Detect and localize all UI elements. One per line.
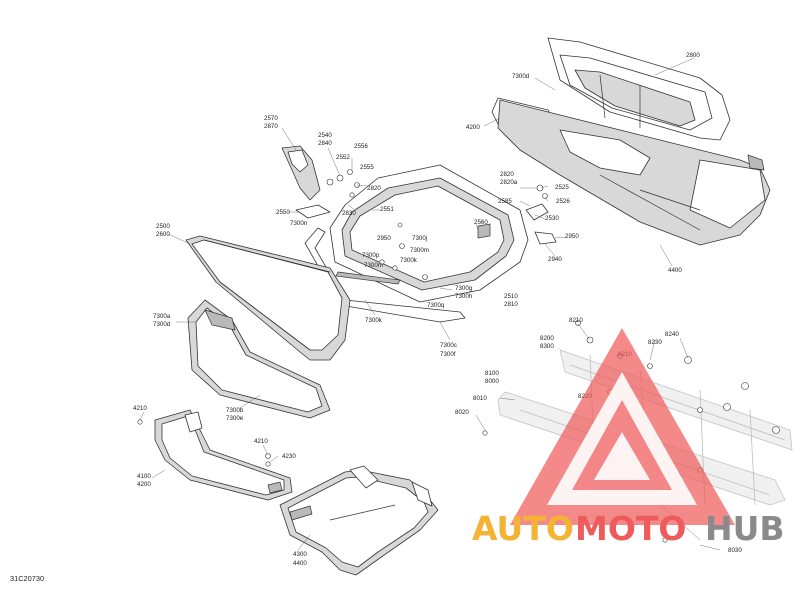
label-2530: 2530 [545,215,559,222]
label-2551: 2551 [380,206,394,213]
label-7300h: 7300h [455,293,473,300]
door-panels-middle [185,235,351,419]
label-2525: 2525 [555,184,569,191]
label-2526: 2526 [556,198,570,205]
label-7300m2: 7300m [364,262,383,269]
label-7300d-mid: 7300d [153,321,171,328]
label-2840: 2840 [318,140,332,147]
label-7300g: 7300g [455,285,473,292]
label-7300n: 7300n [290,220,308,227]
label-4200: 4200 [137,481,151,488]
label-4200-top: 4200 [466,124,480,131]
callout-labels: 2800 7300d 4200 2570 2870 2540 2840 2556… [10,52,742,583]
label-8200: 8200 [540,335,554,342]
label-7300b: 7300b [226,407,244,414]
diagram-id: 31C20730 [10,574,44,583]
label-7300m: 7300m [410,247,429,254]
label-2950: 2950 [565,233,579,240]
label-4400: 4400 [293,560,307,567]
label-2950b: 2950 [377,235,391,242]
label-8230: 8230 [648,339,662,346]
washer-icon [723,403,731,411]
washer-icon [684,356,692,364]
label-2570: 2570 [264,115,278,122]
washer-icon [741,382,749,390]
label-4300: 4300 [293,551,307,558]
label-7300e: 7300e [226,415,244,422]
label-2540: 2540 [318,132,332,139]
label-7300p: 7300p [362,252,380,259]
label-8000: 8000 [485,378,499,385]
watermark-text-hub: HUB [705,509,785,548]
label-4210-left: 4210 [133,405,147,412]
label-2552: 2552 [336,154,350,161]
label-7300j: 7300j [412,235,427,242]
watermark-text-auto: AUTO [472,509,574,548]
label-2500: 2500 [156,223,170,230]
label-7300d-top: 7300d [512,73,530,80]
label-7300f: 7300f [440,351,456,358]
label-2810: 2810 [504,301,518,308]
nut-icon [697,407,703,413]
label-2830: 2830 [342,210,356,217]
footwell-panel-lower-center [279,465,439,576]
label-8010: 8010 [473,395,487,402]
label-2585: 2585 [498,198,512,205]
label-4100: 4100 [137,473,151,480]
label-7300c: 7300c [440,342,457,349]
watermark-text-moto: MOTO [575,509,686,548]
label-4230: 4230 [282,453,296,460]
label-2820a: 2820a [500,179,518,186]
label-8300: 8300 [540,343,554,350]
bolt-icon [482,430,488,436]
label-2550: 2550 [276,209,290,216]
label-4400-top: 4400 [668,267,682,274]
label-2510: 2510 [504,293,518,300]
leader-lines [139,57,721,551]
label-7300k: 7300k [365,317,383,324]
door-assembly-upper-right [491,37,771,246]
label-8210: 8210 [569,317,583,324]
label-8020: 8020 [455,409,469,416]
automotohub-watermark-logo: AUTO MOTO HUB [472,328,785,548]
label-2800: 2800 [686,52,700,59]
label-2820-mid: 2820 [367,185,381,192]
label-2820: 2820 [500,171,514,178]
nut-icon [647,363,653,369]
label-2870: 2870 [264,123,278,130]
bolt-icon [662,537,668,543]
label-8100: 8100 [485,370,499,377]
label-2940: 2940 [548,256,562,263]
label-2555: 2555 [360,164,374,171]
label-2560: 2560 [474,219,488,226]
footwell-panel-lower-left [137,409,293,501]
label-7300k2: 7300k [400,257,418,264]
label-7300q: 7300q [427,302,445,309]
label-8240: 8240 [665,331,679,338]
label-7300a: 7300a [153,313,171,320]
door-frame-upper [281,145,557,323]
label-2556: 2556 [354,143,368,150]
bolt-icon [575,320,581,326]
label-4210: 4210 [254,438,268,445]
label-2600: 2600 [156,231,170,238]
label-8030: 8030 [728,547,742,554]
washer-icon [772,426,780,434]
